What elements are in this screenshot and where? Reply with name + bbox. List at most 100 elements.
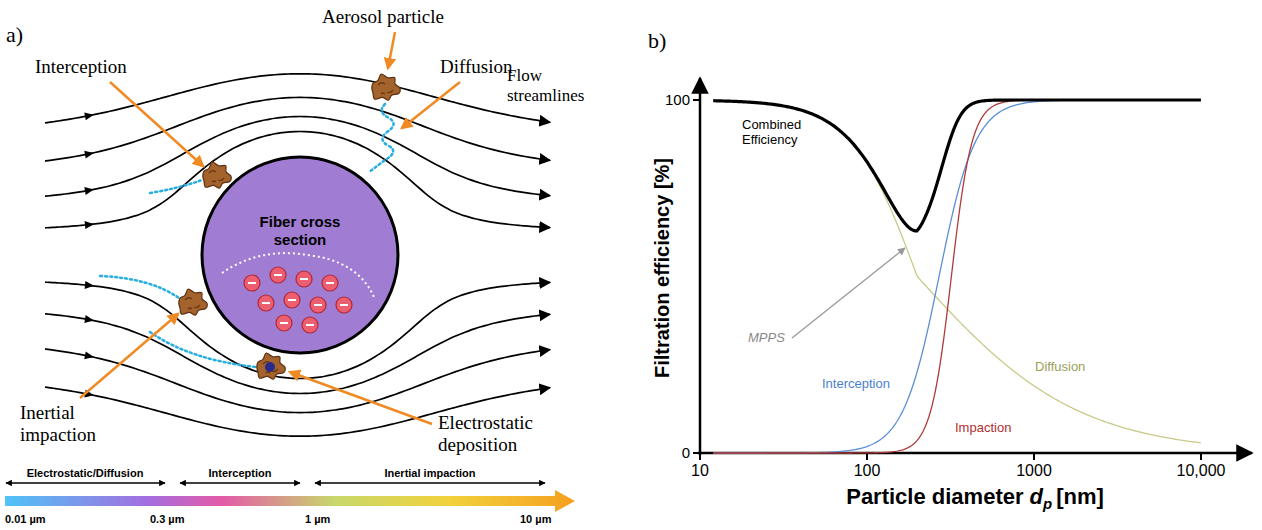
minus-sign bbox=[306, 324, 314, 326]
range-arrow bbox=[180, 482, 300, 483]
minus-sign bbox=[248, 282, 256, 284]
minus-sign bbox=[326, 282, 334, 284]
range-label: Inertial impaction bbox=[384, 467, 475, 480]
particle-texture bbox=[378, 83, 393, 94]
axis-title: d bbox=[1030, 484, 1043, 509]
fiber-outline bbox=[200, 155, 400, 355]
fiber-cross-section: Fiber cross section bbox=[200, 155, 400, 355]
fiber-label: Fiber cross section bbox=[235, 213, 365, 249]
flow-field bbox=[45, 32, 550, 436]
minus-sign bbox=[280, 322, 288, 324]
scale-value: 0.01 µm bbox=[5, 513, 46, 526]
size-gradient-arrow bbox=[5, 490, 575, 512]
aerosol-particle bbox=[372, 74, 400, 100]
callout-label: Diffusion bbox=[440, 56, 512, 78]
particle-body bbox=[203, 162, 231, 188]
callout-label: Aerosol particle bbox=[322, 6, 444, 28]
flow-arrowhead bbox=[84, 315, 94, 324]
pointer-arrow bbox=[388, 32, 395, 68]
minus-sign bbox=[314, 304, 322, 306]
size-scale bbox=[5, 483, 575, 512]
tick-label: 1000 bbox=[1016, 462, 1052, 480]
negative-charge bbox=[302, 317, 318, 333]
range-label: Interception bbox=[209, 467, 272, 480]
scale-value: 0.3 µm bbox=[150, 513, 184, 526]
axis-title: [nm] bbox=[1056, 484, 1104, 509]
particle-charge bbox=[265, 362, 275, 372]
callout-label: Electrostatic deposition bbox=[438, 412, 563, 456]
charge-circle bbox=[336, 297, 352, 313]
curve-label: Impaction bbox=[955, 421, 1011, 436]
negative-charge bbox=[322, 275, 338, 291]
charge-circle bbox=[270, 267, 286, 283]
axis-tick bbox=[866, 453, 868, 460]
negative-charge bbox=[276, 315, 292, 331]
minus-sign bbox=[300, 278, 308, 280]
minus-sign bbox=[274, 274, 282, 276]
flow-streamline bbox=[45, 74, 550, 123]
axis-title: p bbox=[1043, 495, 1052, 512]
fiber-shape bbox=[202, 157, 398, 353]
particle-trajectory bbox=[150, 180, 202, 193]
axis-tick bbox=[693, 99, 700, 101]
tick-label: 0 bbox=[682, 444, 690, 461]
charge-circle bbox=[258, 295, 274, 311]
axis-title: Filtration efficiency [%] bbox=[651, 158, 674, 378]
range-label: Electrostatic/Diffusion bbox=[27, 467, 144, 480]
scale-value: 1 µm bbox=[305, 513, 330, 526]
charge-circle bbox=[302, 317, 318, 333]
callout-label: Inertial impaction bbox=[20, 402, 120, 446]
particle-body bbox=[257, 353, 285, 379]
particle-trajectory bbox=[150, 332, 256, 367]
axis-tick bbox=[1200, 453, 1202, 460]
negative-charge bbox=[244, 275, 260, 291]
pointer-arrow bbox=[402, 82, 460, 128]
diffusion-curve bbox=[713, 101, 1201, 443]
panel-letter: a) bbox=[6, 22, 23, 47]
pointer-arrow bbox=[110, 82, 203, 166]
particle-texture bbox=[209, 171, 224, 182]
particle-body bbox=[372, 74, 400, 100]
aerosol-particle bbox=[179, 289, 207, 315]
negative-charge bbox=[336, 297, 352, 313]
particle-body bbox=[179, 289, 207, 315]
negative-charge bbox=[296, 271, 312, 287]
minus-sign bbox=[262, 302, 270, 304]
curve-label: Diffusion bbox=[1035, 360, 1085, 375]
negative-charge bbox=[310, 297, 326, 313]
curve-label: Interception bbox=[822, 377, 890, 392]
axis-tick bbox=[1033, 453, 1035, 460]
charge-circle bbox=[322, 275, 338, 291]
tick-label: 10 bbox=[691, 462, 709, 480]
particle-trajectory bbox=[100, 276, 179, 298]
impaction-curve bbox=[713, 100, 1201, 453]
y-axis bbox=[699, 78, 702, 455]
panel-letter: b) bbox=[648, 28, 666, 53]
x-axis-title: Particle diameter dp[nm] bbox=[846, 484, 1104, 513]
combined-efficiency-curve bbox=[713, 100, 1201, 231]
tick-label: 100 bbox=[665, 91, 690, 108]
negative-charge bbox=[270, 267, 286, 283]
minus-sign bbox=[288, 299, 296, 301]
charge-boundary bbox=[222, 253, 374, 297]
curve-label: Combined Efficiency bbox=[742, 118, 814, 148]
range-arrow bbox=[315, 482, 545, 483]
range-arrow bbox=[6, 482, 165, 483]
charge-circle bbox=[276, 315, 292, 331]
mpps-pointer bbox=[792, 248, 905, 338]
minus-sign bbox=[340, 304, 348, 306]
aerosol-particle bbox=[257, 353, 285, 379]
axis-tick bbox=[693, 452, 700, 454]
pointer-arrow bbox=[80, 314, 178, 398]
flow-arrowhead bbox=[85, 281, 95, 290]
flow-arrowhead bbox=[84, 111, 94, 121]
flow-arrowhead bbox=[84, 351, 94, 361]
pointer-arrow bbox=[290, 372, 432, 424]
charge-circle bbox=[244, 275, 260, 291]
axis-title: Particle diameter bbox=[846, 484, 1023, 509]
particle-trajectory bbox=[369, 104, 394, 172]
tick-label: 100 bbox=[854, 462, 881, 480]
callout-label: Flow streamlines bbox=[507, 66, 591, 105]
negative-charge bbox=[258, 295, 274, 311]
